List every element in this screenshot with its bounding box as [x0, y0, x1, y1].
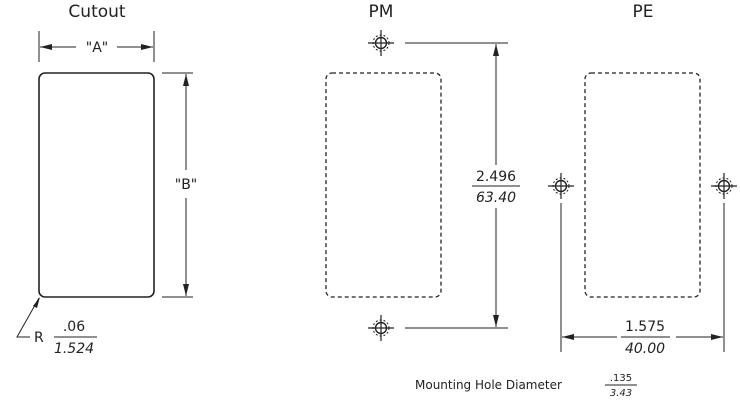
pe-group: 1.575 40.00: [547, 72, 738, 357]
pe-dim-arrow-left: [562, 334, 574, 340]
cutout-radius-inches: .06: [63, 319, 85, 335]
mounting-hole-note: Mounting Hole Diameter .135 3.43: [415, 373, 637, 399]
pe-spacing-mm: 40.00: [625, 341, 665, 357]
pm-title: PM: [369, 2, 394, 22]
pe-title: PE: [633, 2, 654, 22]
pe-dim-arrow-right: [711, 334, 723, 340]
cutout-title: Cutout: [68, 2, 125, 22]
cutout-width-label: "A": [86, 40, 108, 56]
cutout-outline: [38, 72, 155, 298]
pe-spacing-inches: 1.575: [625, 319, 665, 335]
mounting-hole-inches: .135: [610, 373, 632, 384]
mounting-hole-label: Mounting Hole Diameter: [415, 378, 562, 392]
pm-group: 2.496 63.40: [325, 29, 520, 342]
pm-dim-arrow-top: [493, 44, 499, 56]
pm-spacing-inches: 2.496: [476, 169, 516, 185]
cutout-radius-arrow: [33, 297, 40, 308]
pe-mounting-hole-left-icon: [547, 172, 575, 200]
cutout-radius-leader: [16, 297, 40, 338]
cutout-height-arrow-bottom: [183, 284, 189, 296]
cutout-radius-mm: 1.524: [54, 341, 94, 357]
pm-spacing-mm: 63.40: [476, 190, 516, 206]
pm-dim-arrow-bottom: [493, 315, 499, 327]
pm-pickup-outline: [325, 72, 442, 298]
mounting-hole-mm: 3.43: [610, 388, 632, 399]
cutout-width-arrow-right: [141, 44, 153, 50]
cutout-group: "A" "B" R .06 1.524: [16, 31, 197, 357]
pe-pickup-outline: [584, 72, 701, 298]
cutout-radius-prefix: R: [34, 330, 44, 346]
pm-mounting-hole-bottom-icon: [367, 314, 395, 342]
pm-mounting-hole-top-icon: [367, 29, 395, 57]
cutout-height-label: "B": [175, 177, 197, 193]
cutout-width-arrow-left: [40, 44, 52, 50]
pe-mounting-hole-right-icon: [710, 172, 738, 200]
cutout-height-arrow-top: [183, 74, 189, 86]
